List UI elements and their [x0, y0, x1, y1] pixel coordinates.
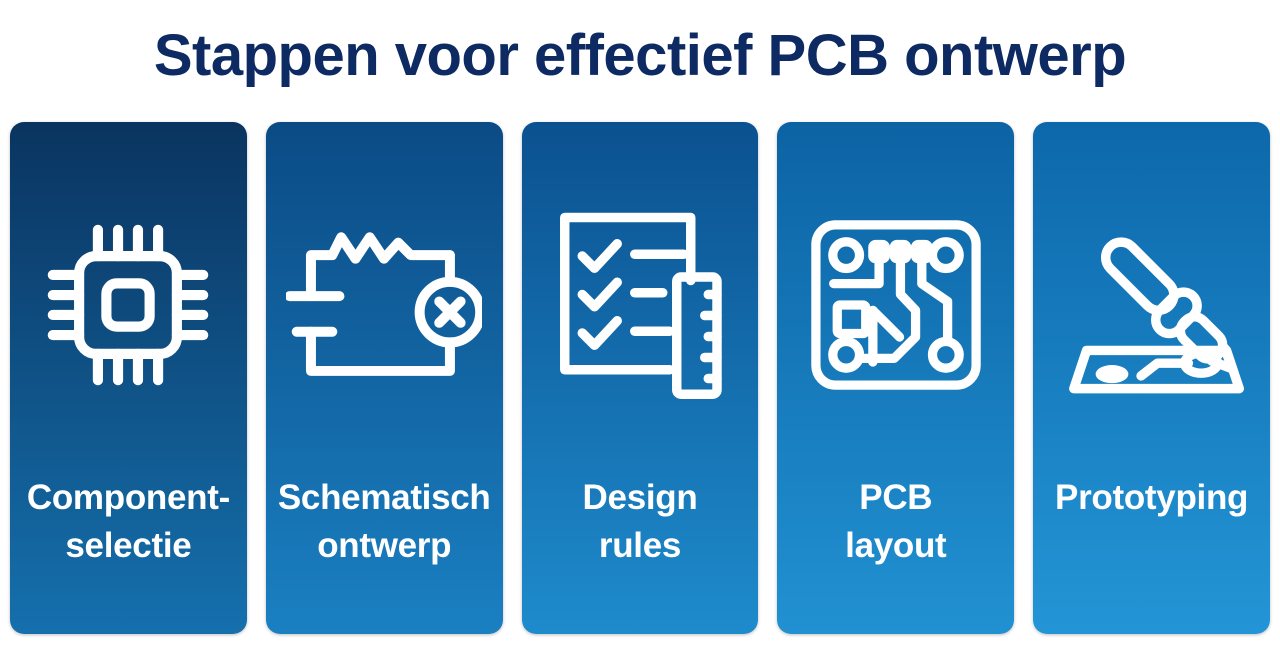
step-card-label: PCB layout	[845, 478, 947, 566]
step-card-component-selectie[interactable]: Component- selectie	[10, 122, 247, 634]
checklist-ruler-icon	[522, 200, 759, 410]
step-card-prototyping[interactable]: Prototyping	[1033, 122, 1270, 634]
soldering-iron-icon	[1033, 200, 1270, 410]
pcb-board-icon	[777, 200, 1014, 410]
step-card-label: Schematisch ontwerp	[277, 478, 491, 566]
step-card-label: Component- selectie	[26, 478, 230, 566]
page-title: Stappen voor effectief PCB ontwerp	[153, 23, 1127, 88]
steps-card-row: Component- selectie Schematisch ontwerp	[10, 122, 1270, 634]
title-bar: Stappen voor effectief PCB ontwerp	[0, 0, 1280, 112]
step-card-label: Design rules	[582, 478, 698, 566]
step-card-pcb-layout[interactable]: PCB layout	[777, 122, 1015, 634]
step-card-schematisch-ontwerp[interactable]: Schematisch ontwerp	[265, 122, 503, 634]
circuit-schematic-icon	[266, 200, 503, 410]
microchip-icon	[10, 200, 247, 410]
step-card-design-rules[interactable]: Design rules	[521, 122, 759, 634]
step-card-label: Prototyping	[1055, 478, 1249, 517]
